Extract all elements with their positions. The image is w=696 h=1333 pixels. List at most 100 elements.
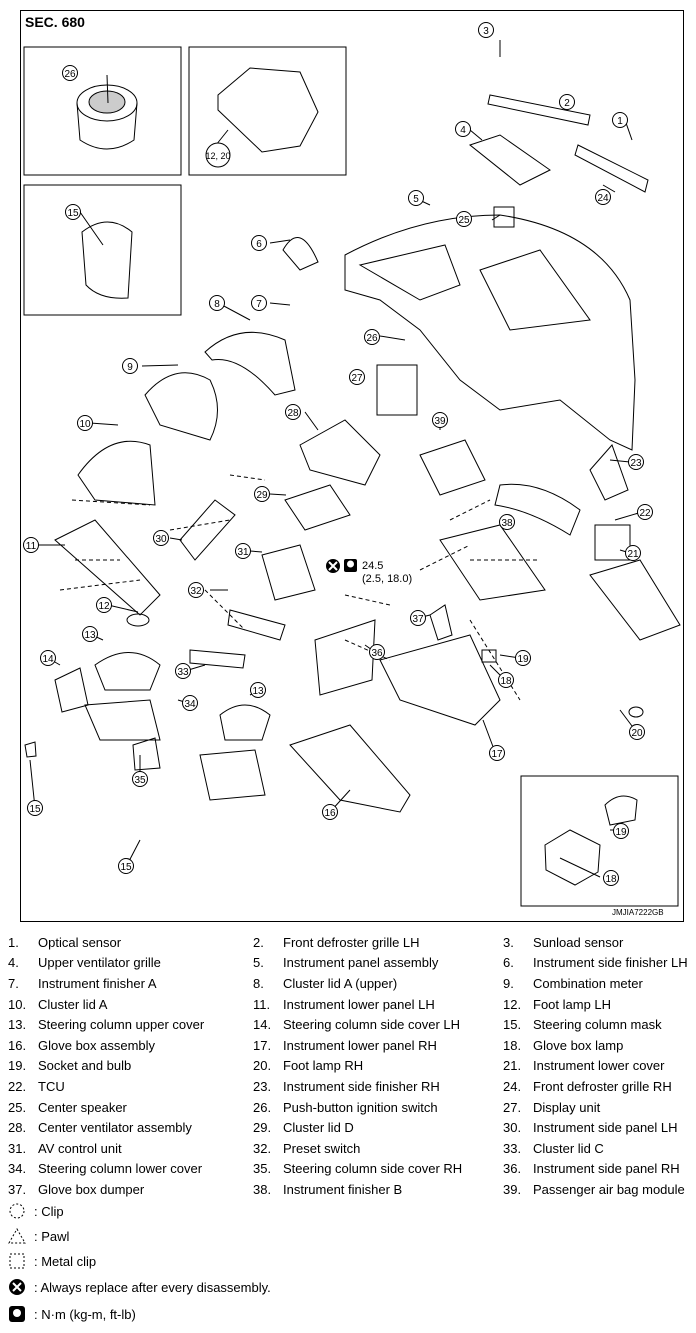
callout-11: 11: [23, 537, 39, 553]
legend-pawl-text: : Pawl: [34, 1228, 70, 1244]
pawl-icon: [8, 1227, 26, 1244]
callout-38: 38: [499, 514, 515, 530]
part-name: Cluster lid A: [38, 996, 108, 1012]
torque-value: 24.5: [362, 560, 384, 572]
tcu-shape: [594, 524, 631, 561]
callout-37: 37: [410, 610, 426, 626]
inset-box-glove-lamp: [520, 775, 679, 907]
callout-26: 26: [364, 329, 380, 345]
diagram-frame: [20, 10, 684, 922]
callout-13-b: 13: [250, 682, 266, 698]
svg-text:3: 3: [483, 26, 489, 37]
part-name: Foot lamp LH: [533, 996, 612, 1012]
callout-32: 32: [188, 582, 204, 598]
svg-text:12, 20: 12, 20: [205, 151, 230, 161]
foot-lamp-lh-shape: [126, 613, 150, 627]
part-name: Socket and bulb: [38, 1058, 132, 1074]
part-number: 4.: [8, 955, 19, 971]
callout-3: 3: [478, 22, 494, 38]
svg-text:19: 19: [615, 827, 627, 838]
callout-12: 12: [96, 597, 112, 613]
defroster-grille-rh-shape: [574, 144, 649, 193]
part-number: 2.: [253, 934, 264, 950]
part-number: 3.: [503, 934, 514, 950]
part-number: 12.: [503, 996, 522, 1012]
svg-text:24: 24: [597, 193, 609, 204]
part-number: 33.: [503, 1140, 522, 1156]
part-name: Optical sensor: [38, 934, 122, 950]
part-number: 14.: [253, 1017, 272, 1033]
callout-6: 6: [251, 235, 267, 251]
part-number: 39.: [503, 1181, 522, 1197]
callout-34: 34: [182, 695, 198, 711]
cluster-lid-c-shape: [189, 649, 246, 669]
part-number: 25.: [8, 1099, 27, 1115]
part-name: Glove box dumper: [38, 1181, 145, 1197]
callout-8: 8: [209, 295, 225, 311]
av-control-unit-shape: [261, 544, 316, 601]
foot-lamp-shape: [217, 67, 319, 153]
callout-39: 39: [432, 412, 448, 428]
part-number: 38.: [253, 1181, 272, 1197]
svg-text:18: 18: [500, 676, 512, 687]
svg-text:14: 14: [42, 654, 54, 665]
legend-metal-clip: : Metal clip: [8, 1252, 96, 1270]
svg-text:21: 21: [627, 549, 639, 560]
svg-text:19: 19: [517, 654, 529, 665]
svg-text:1: 1: [617, 116, 623, 127]
legend-torque: : N·m (kg-m, ft-lb): [8, 1305, 136, 1323]
torque-icon: [9, 1306, 25, 1322]
torque-symbol-group: [326, 559, 357, 573]
part-name: Steering column side cover LH: [283, 1017, 461, 1033]
callout-15-a: 15: [27, 800, 43, 816]
part-number: 6.: [503, 955, 514, 971]
column-lower-cover-shape: [84, 699, 161, 741]
center-vent-shape: [299, 419, 381, 486]
svg-text:30: 30: [155, 534, 167, 545]
column-mask-part-shape: [24, 741, 37, 758]
part-name: Push-button ignition switch: [283, 1099, 438, 1115]
finisher-b-shape: [494, 483, 581, 536]
part-name: Preset switch: [283, 1140, 361, 1156]
callout-4: 4: [455, 121, 471, 137]
part-number: 27.: [503, 1099, 522, 1115]
lower-panel-rh-shape: [379, 634, 501, 726]
part-number: 20.: [253, 1058, 272, 1074]
defroster-grille-lh-shape: [487, 94, 591, 126]
part-number: 18.: [503, 1037, 522, 1053]
callout-27: 27: [349, 369, 365, 385]
svg-text:6: 6: [256, 239, 262, 250]
part-number: 26.: [253, 1099, 272, 1115]
callout-19-inset: 19: [613, 823, 629, 839]
callout-31: 31: [235, 543, 251, 559]
svg-text:15: 15: [120, 862, 132, 873]
svg-text:5: 5: [413, 194, 419, 205]
legend-pawl: : Pawl: [8, 1227, 69, 1245]
part-number: 17.: [253, 1037, 272, 1053]
svg-text:17: 17: [491, 749, 503, 760]
callout-24: 24: [595, 189, 611, 205]
callout-20: 20: [629, 724, 645, 740]
upper-vent-grille-shape: [468, 134, 551, 186]
callout-12-20-inset: 12, 20: [205, 142, 231, 168]
part-number: 34.: [8, 1161, 27, 1177]
callout-1: 1: [612, 112, 628, 128]
svg-text:16: 16: [324, 808, 336, 819]
part-name: TCU: [38, 1078, 65, 1094]
instrument-lower-cover-shape: [439, 524, 546, 601]
part-name: Steering column mask: [533, 1017, 662, 1033]
side-finisher-lh-shape: [282, 237, 319, 271]
inset-box-column-mask: [23, 184, 182, 316]
part-name: Instrument lower cover: [533, 1058, 665, 1074]
part-name: Sunload sensor: [533, 934, 624, 950]
glove-box-lamp-shape: [481, 649, 497, 663]
part-number: 28.: [8, 1120, 27, 1136]
callout-35: 35: [132, 771, 148, 787]
part-number: 37.: [8, 1181, 27, 1197]
always-replace-icon: [9, 1279, 25, 1295]
